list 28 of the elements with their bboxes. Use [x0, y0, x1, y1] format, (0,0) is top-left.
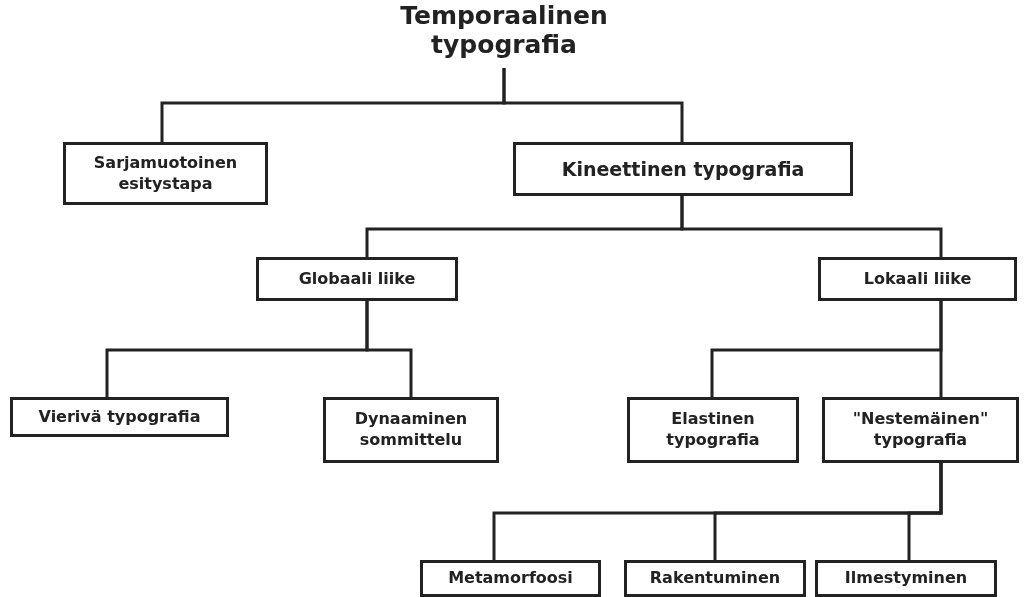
category-label: Elastinen typografia — [665, 409, 761, 451]
category-label: Vierivä typografia — [38, 406, 201, 428]
category-label: Globaali liike — [298, 268, 416, 290]
category-label: Rakentuminen — [649, 568, 781, 589]
category-box — [256, 257, 458, 301]
category-box — [815, 560, 997, 597]
category-box — [513, 142, 853, 196]
category-box — [818, 257, 1017, 301]
connector-line — [907, 463, 943, 560]
connector-line — [939, 301, 943, 397]
category-label: Kineettinen typografia — [561, 156, 805, 182]
connector-line — [365, 301, 413, 397]
root-heading: Temporaalinen typografia — [399, 1, 609, 59]
category-label: "Nestemäinen" typografia — [851, 409, 990, 451]
category-box — [822, 397, 1019, 463]
connector-line — [502, 68, 684, 142]
category-box — [420, 560, 601, 597]
connector-line — [680, 196, 943, 257]
category-box — [624, 560, 806, 597]
category-label: Metamorfoosi — [448, 568, 573, 589]
category-box — [323, 397, 499, 463]
category-label: Lokaali liike — [863, 268, 972, 290]
category-label: Sarjamuotoinen esitystapa — [92, 152, 239, 195]
category-label: Ilmestyminen — [844, 568, 968, 589]
category-box — [63, 142, 268, 205]
category-box — [10, 397, 229, 437]
category-label: Dynaaminen sommittelu — [353, 409, 469, 451]
category-box — [627, 397, 799, 463]
